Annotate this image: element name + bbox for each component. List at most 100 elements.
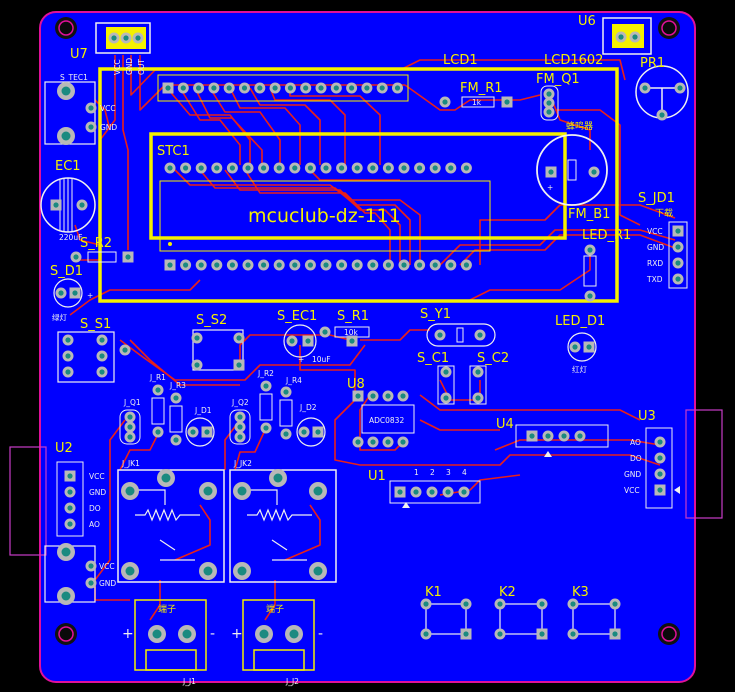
u1-pad-2 [410,486,422,498]
k1-pad-2 [460,598,472,610]
j-r3-pad-1 [170,392,182,404]
fm-b1-pad-1 [545,166,557,178]
s-jd1-pin-vcc: VCC [647,227,663,236]
u7-pin-gnd: GND [125,58,134,75]
j-jk2-body [229,469,337,583]
j-r1-body [151,397,165,425]
stc1-bot-pad-5 [226,259,238,271]
stc1-bot-pad-16 [398,259,410,271]
u3-pin-do: DO [630,454,642,463]
fm-q1-pad-3 [543,106,555,118]
fm-b1-symbol [567,159,577,181]
j-jk2-pad-2 [269,469,287,487]
stc1-bot-pad-2 [180,259,192,271]
stc1-pin1-dot [168,242,172,246]
j-r4-body [279,399,293,427]
lcd1-pad-3 [193,82,205,94]
s-s2-pad-1 [191,332,203,344]
stc1-top-pad-10 [304,162,316,174]
mount-hole-tl [54,16,78,40]
ec1-pad-1 [50,199,62,211]
fm-r1-label: FM_R1 [460,81,503,96]
j-jk2-pad-5 [309,562,327,580]
power-pin-vcc: VCC [99,562,115,571]
s-s1-pad-1 [62,334,74,346]
j-r3-pad-2 [170,434,182,446]
j-r1-pad-2 [152,426,164,438]
u8-label: U8 [347,377,365,392]
u4-header [515,424,609,448]
s-y1-pad-2 [474,329,486,341]
u8-pad-7 [382,436,394,448]
s-jd1-pad-3 [672,257,684,269]
lcd1-pad-7 [254,82,266,94]
lcd1-pad-1 [162,82,174,94]
u3-pad-2 [654,452,666,464]
s-d1-pad-1 [55,287,67,299]
u2-pin-ao: AO [89,520,100,529]
s-tec1-pad-2 [57,127,75,145]
s-r2-pad-2 [122,251,134,263]
stc1-outline [149,132,567,240]
k3-label: K3 [572,585,589,600]
j-r2-pad-2 [260,422,272,434]
u1-pad-5 [458,486,470,498]
stc1-top-pad-8 [273,162,285,174]
lcd1-pad-11 [315,82,327,94]
s-tec1-pad-vcc [85,102,97,114]
u6-label: U6 [578,14,596,29]
s-d1-label: S_D1 [50,264,83,279]
j-jk1-contact [130,489,195,561]
u8-chip-label: ADC0832 [369,416,404,425]
u8-pad-1 [352,390,364,402]
s-s1-body [57,331,115,383]
s-s1-pad-6 [96,366,108,378]
j-jk2-pad-1 [233,482,251,500]
j-j1-pad-2 [178,625,196,643]
s-ec1-outline [283,324,317,358]
u7-pad-1 [108,32,120,44]
s-jd1-pin-rxd: RXD [647,259,663,268]
k1-body [425,603,467,635]
u1-pin1-marker [402,502,410,508]
s-jd1-header [668,221,688,289]
fm-b1-plus: + [547,183,553,192]
lcd1-pad-8 [269,82,281,94]
stc1-bot-pad-3 [195,259,207,271]
u2-pin-gnd: GND [89,488,106,497]
stc1-bot-pad-15 [382,259,394,271]
led-r1-label: LED_R1 [582,228,631,243]
u2-pad-4 [64,518,76,530]
stc1-top-pad-1 [164,162,176,174]
s-s1-pad-3 [62,350,74,362]
s-s2-body [192,329,244,371]
j-j2-bottom [253,649,305,671]
led-r1-pad-1 [584,244,596,256]
j-j1-plus: + [122,626,134,642]
u8-pad-6 [367,436,379,448]
u8-pad-3 [382,390,394,402]
s-r1-value: 10k [344,328,359,337]
k1-pad-3 [420,628,432,640]
s-r2-label: S_R2 [80,236,112,251]
k3-pad-1 [567,598,579,610]
stc1-bot-pad-11 [320,259,332,271]
lcd1-pad-14 [361,82,373,94]
s-r1-pad-2 [346,335,358,347]
s-jd1-pin-gnd: GND [647,243,664,252]
lcd1-pad-10 [300,82,312,94]
s-ec1-value: 10uF [312,355,331,364]
j-j2-pad-2 [285,625,303,643]
j-d2-label: J_D2 [299,403,317,412]
s-tec1-pin-gnd: GND [100,123,117,132]
s-r2-pad-1 [70,251,82,263]
j-q2-pad-2 [234,421,246,433]
j-jk1-label: J_JK1 [121,459,140,468]
fm-q1-label: FM_Q1 [536,72,580,87]
s-tec1-label: S_TEC1 [60,73,88,82]
k3-body [572,603,616,635]
stc1-bot-pad-18 [429,259,441,271]
u6-pad-2 [629,31,641,43]
s-s2-label: S_S2 [196,313,227,328]
